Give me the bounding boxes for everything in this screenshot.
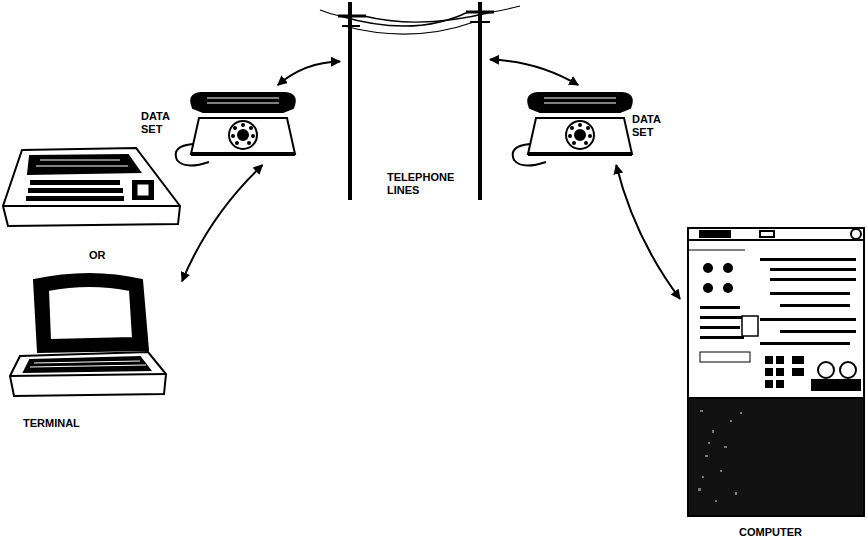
node-label: TERMINAL [22, 417, 81, 430]
node-label: COMPUTER [738, 526, 803, 539]
node-label: DATA SET [140, 110, 186, 136]
node-label: TELEPHONE LINES [386, 171, 470, 197]
data-set: DATA SET [525, 85, 677, 165]
computer: COMPUTER [680, 225, 867, 546]
computer-cabinet [688, 228, 864, 516]
telephone-data-set [176, 93, 295, 166]
telephone-lines: TELEPHONE LINES [340, 5, 490, 200]
cabinet-texture [698, 410, 742, 502]
curved-arrow [490, 60, 578, 85]
separator-label: OR [88, 249, 107, 262]
terminal: TERMINAL [2, 145, 182, 435]
telephone-data-set [513, 93, 632, 166]
data-set: DATA SET [135, 85, 305, 165]
crt-terminal [10, 274, 166, 396]
node-label: DATA SET [631, 113, 675, 139]
telephone-poles [320, 2, 520, 200]
curved-arrow [616, 165, 680, 299]
curved-arrow [182, 165, 263, 281]
curved-arrow [278, 62, 340, 85]
printer-terminal [3, 148, 180, 226]
